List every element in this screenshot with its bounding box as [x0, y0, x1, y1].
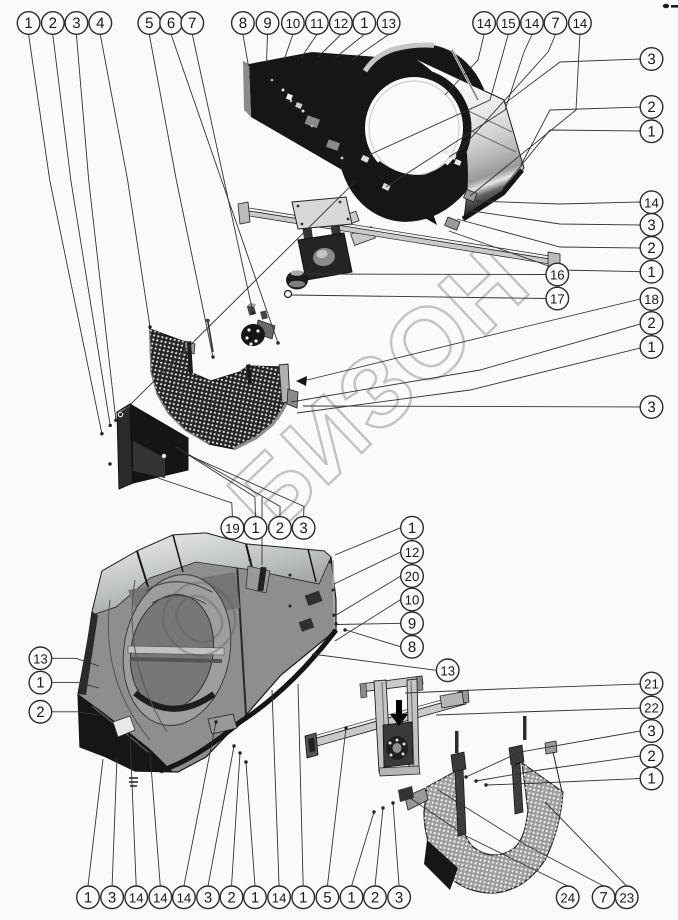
svg-text:21: 21 — [644, 677, 659, 692]
svg-text:14: 14 — [153, 890, 168, 905]
svg-text:2: 2 — [647, 748, 655, 765]
svg-text:14: 14 — [525, 16, 540, 31]
svg-text:1: 1 — [251, 889, 259, 906]
svg-text:6: 6 — [167, 15, 175, 32]
svg-text:4: 4 — [96, 15, 104, 32]
svg-text:7: 7 — [188, 15, 196, 32]
svg-text:11: 11 — [310, 16, 324, 31]
svg-text:14: 14 — [272, 890, 287, 905]
svg-text:24: 24 — [560, 890, 575, 905]
svg-text:9: 9 — [263, 15, 271, 32]
svg-text:7: 7 — [599, 889, 607, 906]
svg-text:14: 14 — [477, 16, 492, 31]
svg-text:15: 15 — [501, 16, 516, 31]
svg-text:18: 18 — [644, 292, 659, 307]
svg-text:3: 3 — [395, 889, 403, 906]
svg-text:22: 22 — [644, 701, 659, 716]
svg-text:1: 1 — [24, 15, 32, 32]
svg-text:2: 2 — [276, 520, 284, 537]
svg-text:10: 10 — [286, 16, 301, 31]
svg-text:12: 12 — [334, 16, 349, 31]
svg-text:1: 1 — [360, 15, 368, 32]
svg-text:2: 2 — [647, 99, 655, 116]
svg-text:1: 1 — [347, 889, 355, 906]
svg-text:3: 3 — [108, 889, 116, 906]
svg-text:3: 3 — [647, 51, 655, 68]
svg-text:1: 1 — [251, 520, 259, 537]
svg-text:2: 2 — [227, 889, 235, 906]
svg-text:10: 10 — [405, 593, 420, 608]
svg-text:2: 2 — [36, 704, 44, 721]
svg-text:3: 3 — [647, 217, 655, 234]
svg-text:7: 7 — [551, 15, 559, 32]
svg-text:1: 1 — [647, 264, 655, 281]
svg-text:19: 19 — [225, 521, 240, 536]
svg-text:14: 14 — [644, 195, 659, 210]
svg-text:1: 1 — [299, 889, 307, 906]
svg-text:1: 1 — [36, 675, 44, 692]
svg-text:3: 3 — [647, 399, 655, 416]
svg-text:2: 2 — [647, 240, 655, 257]
svg-text:3: 3 — [647, 723, 655, 740]
svg-text:14: 14 — [573, 16, 588, 31]
svg-text:16: 16 — [550, 268, 565, 283]
svg-text:2: 2 — [371, 889, 379, 906]
svg-text:9: 9 — [408, 615, 416, 632]
svg-text:14: 14 — [129, 890, 144, 905]
svg-text:8: 8 — [239, 15, 247, 32]
svg-text:5: 5 — [323, 889, 331, 906]
svg-text:13: 13 — [440, 663, 455, 678]
svg-text:1: 1 — [84, 889, 92, 906]
svg-text:20: 20 — [405, 569, 420, 584]
svg-text:8: 8 — [408, 639, 416, 656]
svg-text:1: 1 — [408, 520, 416, 537]
svg-text:3: 3 — [204, 889, 212, 906]
svg-text:13: 13 — [381, 16, 396, 31]
svg-text:2: 2 — [49, 15, 57, 32]
svg-text:12: 12 — [405, 545, 420, 560]
svg-text:1: 1 — [647, 771, 655, 788]
svg-text:13: 13 — [33, 651, 48, 666]
svg-text:1: 1 — [647, 123, 655, 140]
svg-text:3: 3 — [72, 15, 80, 32]
svg-text:1: 1 — [647, 339, 655, 356]
svg-text:14: 14 — [177, 890, 192, 905]
svg-text:5: 5 — [145, 15, 153, 32]
svg-text:2: 2 — [647, 315, 655, 332]
svg-text:23: 23 — [619, 890, 634, 905]
svg-text:17: 17 — [550, 292, 565, 307]
svg-text:3: 3 — [299, 520, 307, 537]
